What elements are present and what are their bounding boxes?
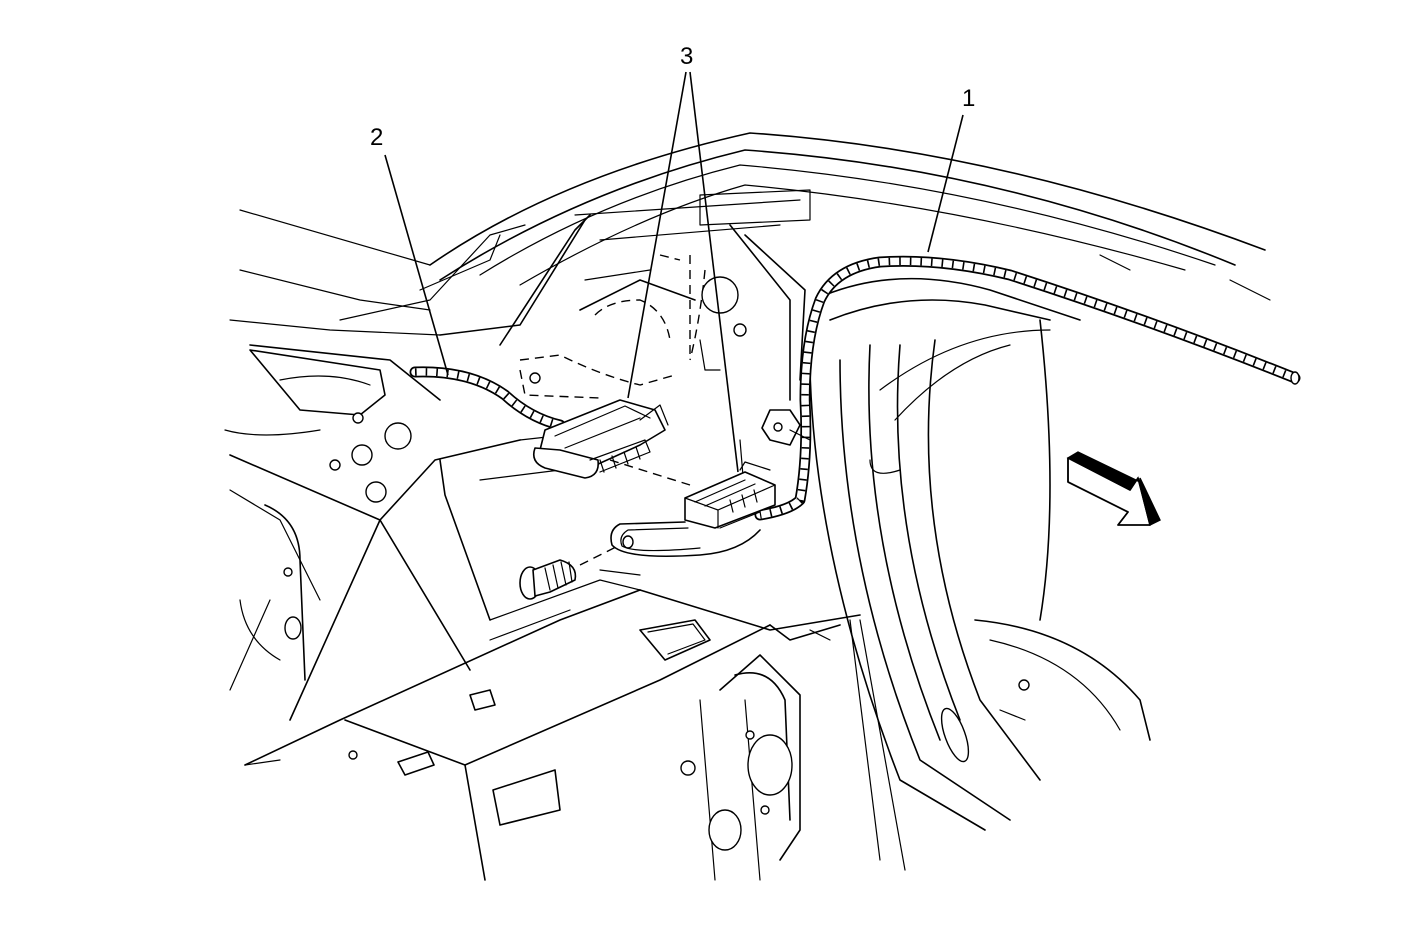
push-pin-retainer-icon [519, 544, 621, 600]
ground-strap [610, 521, 761, 557]
wheelhouse-arch [809, 277, 1151, 871]
roof-harness-loom [754, 255, 1301, 521]
left-body-panel [224, 209, 521, 721]
callout-label-3: 3 [680, 43, 693, 70]
forward-direction-arrow-icon [1066, 451, 1161, 527]
upper-body-structure [429, 132, 1271, 301]
leader-1 [927, 114, 964, 253]
lower-floor-structure [244, 569, 861, 881]
harness-connector-lower [684, 461, 776, 529]
leader-3b [689, 71, 739, 473]
harness-connector-upper [532, 399, 669, 479]
leader-lines [384, 71, 964, 473]
callout-label-2: 2 [370, 124, 383, 151]
harness-clip [761, 409, 811, 446]
callout-label-1: 1 [962, 85, 975, 112]
leader-2 [384, 154, 449, 376]
center-inner-panel [339, 214, 806, 621]
rear-harness-loom [409, 366, 566, 431]
leader-3a [627, 71, 687, 399]
